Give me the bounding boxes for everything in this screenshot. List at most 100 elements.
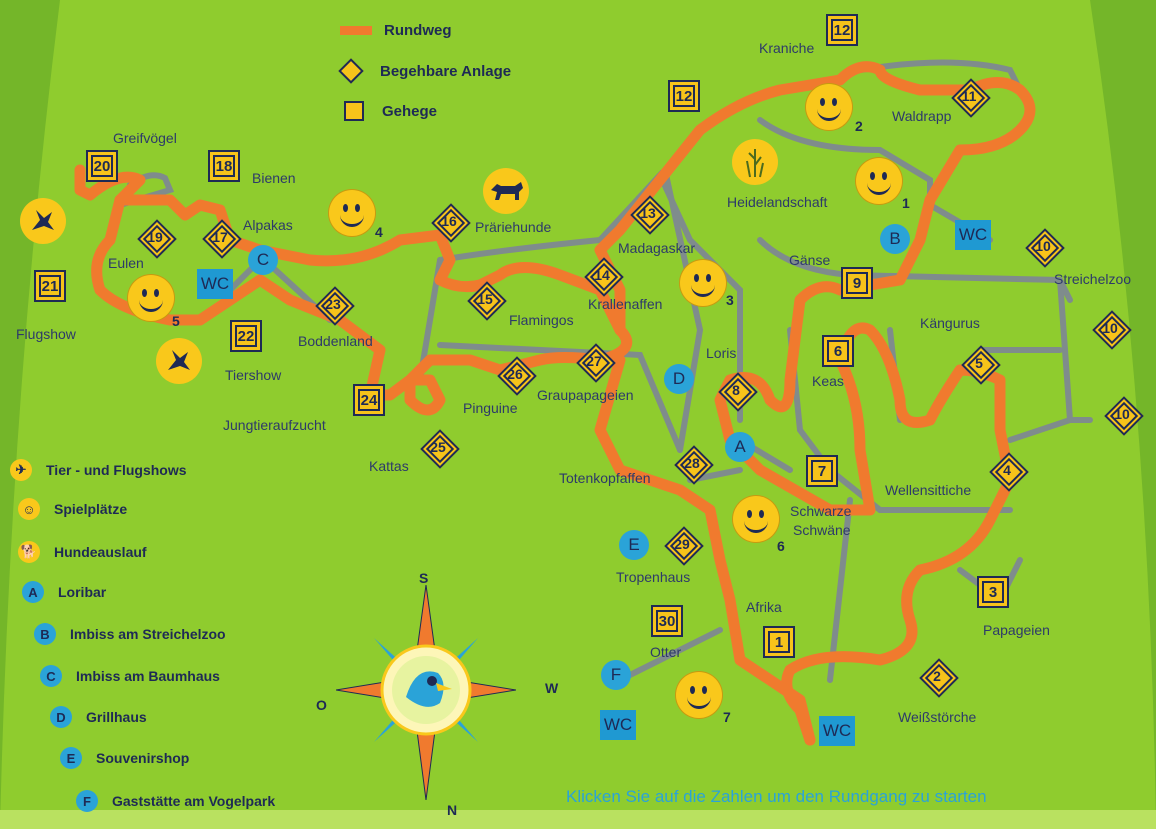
begehbar-10-b[interactable]: 10	[1092, 310, 1132, 350]
legend-gehege-label: Gehege	[382, 102, 438, 120]
label-alpakas: Alpakas	[243, 217, 293, 233]
label-waldrapp: Waldrapp	[892, 108, 952, 124]
playground-6-number: 6	[777, 538, 785, 554]
c-circle-icon: C	[40, 665, 62, 687]
begehbar-4[interactable]: 4	[989, 452, 1029, 492]
begehbar-8[interactable]: 8	[718, 372, 758, 412]
playground-2-smiley-icon[interactable]	[806, 84, 852, 130]
facility-d-grillhaus[interactable]: D	[664, 364, 694, 394]
gehege-18[interactable]: 18	[208, 150, 240, 182]
playground-4-smiley-icon[interactable]	[329, 190, 375, 236]
dog-icon: 🐕	[18, 541, 40, 563]
label-schwarze: Schwarze	[790, 503, 852, 519]
flugshow-bird-icon	[20, 198, 66, 244]
gehege-9[interactable]: 9	[841, 267, 873, 299]
legend-loribar: A Loribar	[22, 581, 106, 603]
legend-gehege: Gehege	[344, 101, 437, 121]
label-kattas: Kattas	[369, 458, 409, 474]
begehbar-23[interactable]: 23	[315, 286, 355, 326]
playground-4-number: 4	[375, 224, 383, 240]
square-swatch	[344, 101, 364, 121]
begehbar-26[interactable]: 26	[497, 356, 537, 396]
begehbar-11[interactable]: 11	[951, 78, 991, 118]
begehbar-5[interactable]: 5	[961, 345, 1001, 385]
legend-begehbar-label: Begehbare Anlage	[380, 62, 512, 80]
legend-grillhaus: D Grillhaus	[50, 706, 147, 728]
facility-a-loribar[interactable]: A	[725, 432, 755, 462]
bird-icon: ✈	[10, 459, 32, 481]
facility-e-souvenirshop[interactable]: E	[619, 530, 649, 560]
label-praeriehunde: Präriehunde	[475, 219, 552, 235]
gehege-7[interactable]: 7	[806, 455, 838, 487]
playground-5-smiley-icon[interactable]	[128, 275, 174, 321]
legend-tier-label: Tier - und Flugshows	[46, 462, 187, 478]
gehege-30[interactable]: 30	[651, 605, 683, 637]
label-greifvoegel: Greifvögel	[113, 130, 177, 146]
begehbar-10-a[interactable]: 10	[1025, 228, 1065, 268]
facility-b-imbiss-streichelzoo[interactable]: B	[880, 224, 910, 254]
playground-6-smiley-icon[interactable]	[733, 496, 779, 542]
label-kraniche: Kraniche	[759, 40, 815, 56]
legend-b-label: Imbiss am Streichelzoo	[70, 626, 226, 642]
start-tour-hint: Klicken Sie auf die Zahlen um den Rundga…	[566, 787, 987, 806]
legend-e-label: Souvenirshop	[96, 750, 190, 766]
label-madagaskar: Madagaskar	[618, 240, 696, 256]
gehege-21[interactable]: 21	[34, 270, 66, 302]
playground-3-smiley-icon[interactable]	[680, 260, 726, 306]
gehege-3[interactable]: 3	[977, 576, 1009, 608]
label-otter: Otter	[650, 644, 682, 660]
label-boddenland: Boddenland	[298, 333, 373, 349]
begehbar-15[interactable]: 15	[467, 281, 507, 321]
smiley-icon: ☺	[18, 498, 40, 520]
gehege-12[interactable]: 12	[668, 80, 700, 112]
begehbar-29[interactable]: 29	[664, 526, 704, 566]
diamond-swatch	[338, 58, 364, 84]
label-eulen: Eulen	[108, 255, 144, 271]
begehbar-13[interactable]: 13	[630, 195, 670, 235]
label-afrika: Afrika	[746, 599, 782, 615]
tiershow-bird-icon	[156, 338, 202, 384]
begehbar-27[interactable]: 27	[576, 343, 616, 383]
gehege-6[interactable]: 6	[822, 335, 854, 367]
label-totenkopfaffen: Totenkopfaffen	[559, 470, 651, 486]
legend-hundeauslauf: 🐕 Hundeauslauf	[18, 541, 147, 563]
begehbar-14[interactable]: 14	[584, 257, 624, 297]
playground-7-smiley-icon[interactable]	[676, 672, 722, 718]
begehbar-25[interactable]: 25	[420, 429, 460, 469]
playground-1-smiley-icon[interactable]	[856, 158, 902, 204]
label-schwaene: Schwäne	[793, 522, 851, 538]
e-circle-icon: E	[60, 747, 82, 769]
compass-w: W	[545, 680, 559, 696]
label-keas: Keas	[812, 373, 844, 389]
route-swatch	[340, 26, 372, 35]
label-papageien: Papageien	[983, 622, 1050, 638]
compass-n: N	[447, 802, 458, 818]
gehege-12-kraniche[interactable]: 12	[826, 14, 858, 46]
begehbar-17[interactable]: 17	[202, 219, 242, 259]
gehege-22[interactable]: 22	[230, 320, 262, 352]
label-kaengurus: Kängurus	[920, 315, 980, 331]
label-tropenhaus: Tropenhaus	[616, 569, 691, 585]
compass-s: S	[419, 570, 429, 586]
begehbar-28[interactable]: 28	[674, 445, 714, 485]
begehbar-19[interactable]: 19	[137, 219, 177, 259]
playground-5-number: 5	[172, 313, 180, 329]
begehbar-10-c[interactable]: 10	[1104, 396, 1144, 436]
gehege-1[interactable]: 1	[763, 626, 795, 658]
gehege-20[interactable]: 20	[86, 150, 118, 182]
begehbar-16[interactable]: 16	[431, 203, 471, 243]
facility-c-imbiss-baumhaus[interactable]: C	[248, 245, 278, 275]
legend-tier-flugshows: ✈ Tier - und Flugshows	[10, 459, 187, 481]
compass-o: O	[316, 697, 327, 713]
legend-rundweg-label: Rundweg	[384, 22, 452, 39]
label-graupapageien: Graupapageien	[537, 387, 634, 403]
facility-f-gaststaette[interactable]: F	[601, 660, 631, 690]
gehege-24[interactable]: 24	[353, 384, 385, 416]
legend-spielplaetze: ☺ Spielplätze	[18, 498, 127, 520]
legend-c-label: Imbiss am Baumhaus	[76, 668, 220, 684]
begehbar-2[interactable]: 2	[919, 658, 959, 698]
label-weissstoerche: Weißstörche	[898, 709, 977, 725]
legend-d-label: Grillhaus	[86, 709, 147, 725]
